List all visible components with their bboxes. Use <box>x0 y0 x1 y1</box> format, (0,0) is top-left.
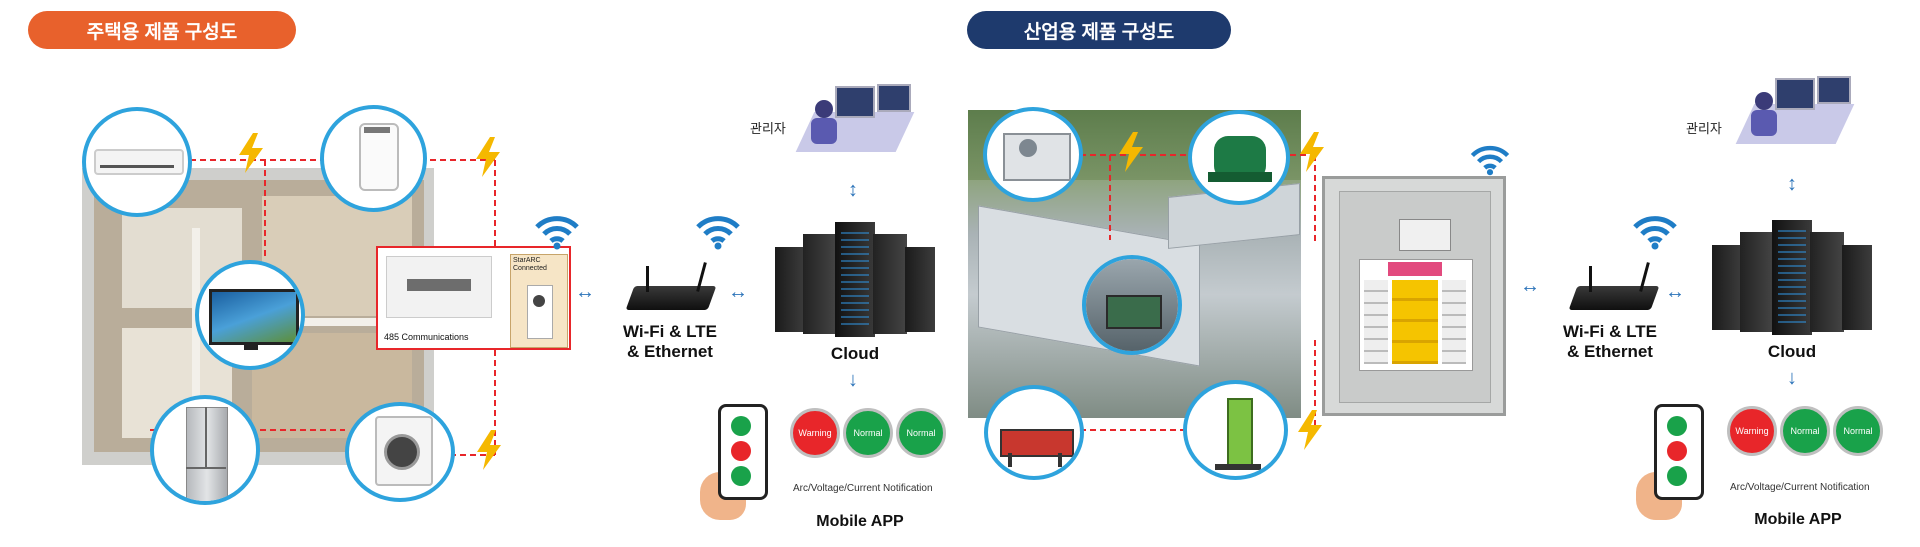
stararc-panel: StarARC Connected 485 Communications <box>376 246 571 350</box>
network-label: Wi-Fi & LTE & Ethernet <box>623 322 717 361</box>
lightning-bolt-icon <box>477 430 501 470</box>
mobile-app-label: Mobile APP <box>816 513 904 530</box>
notification-label: Arc/Voltage/Current Notification <box>1730 482 1870 493</box>
status-normal-badge: Normal <box>896 408 946 458</box>
mobile-app-label: Mobile APP <box>1754 511 1842 528</box>
phone-status-normal <box>1667 466 1687 486</box>
status-normal-badge: Normal <box>1833 406 1883 456</box>
notification-label: Arc/Voltage/Current Notification <box>793 483 933 494</box>
vertical-arrow-icon: ↕ <box>1787 173 1797 195</box>
arc-detector-module <box>1359 259 1473 371</box>
grinding-machine-circle <box>983 107 1083 202</box>
residential-title: 주택용 제품 구성도 <box>28 11 296 49</box>
lightning-bolt-icon <box>1300 132 1324 172</box>
residential-title-text: 주택용 제품 구성도 <box>86 21 238 43</box>
router-icon <box>1563 262 1663 312</box>
air-conditioner-icon <box>94 149 184 175</box>
lightning-bolt-icon <box>476 137 500 177</box>
phone-status-warning <box>1667 441 1687 461</box>
lightning-bolt-icon <box>1119 132 1143 172</box>
admin-workstation-icon <box>1735 72 1855 157</box>
admin-workstation-icon <box>795 80 915 165</box>
phone-status-normal <box>731 466 751 486</box>
lightning-bolt-icon <box>1298 410 1322 450</box>
status-normal-badge: Normal <box>1780 406 1830 456</box>
wifi-icon <box>696 216 740 250</box>
grinding-machine-icon <box>1003 133 1071 181</box>
stararc-module: StarARC Connected <box>510 254 568 348</box>
vertical-arrow-icon: ↕ <box>848 179 858 201</box>
bidirectional-arrow-icon: ↔ <box>575 281 595 303</box>
dehumidifier-icon <box>359 123 399 191</box>
wifi-icon <box>535 216 579 250</box>
pipe-threader-icon <box>1000 429 1074 457</box>
phone-with-hand-icon <box>1636 400 1711 525</box>
wifi-icon <box>1470 145 1510 176</box>
breaker-module <box>1399 219 1451 251</box>
breaker-panel-image <box>386 256 492 318</box>
drill-press-icon <box>1227 398 1253 470</box>
tv-icon <box>209 289 299 345</box>
router-icon <box>620 262 720 312</box>
cloud-label: Cloud <box>830 344 880 363</box>
factory-equipment-circle <box>1082 255 1182 355</box>
washing-machine-circle <box>345 402 455 502</box>
bidirectional-arrow-icon: ↔ <box>1665 281 1685 303</box>
phone-status-warning <box>731 441 751 461</box>
network-label: Wi-Fi & LTE & Ethernet <box>1563 322 1657 361</box>
status-warning-badge: Warning <box>790 408 840 458</box>
water-pump-circle <box>1188 110 1290 205</box>
industrial-title: 산업용 제품 구성도 <box>967 11 1231 49</box>
dehumidifier-circle <box>320 105 427 212</box>
tv-circle <box>195 260 305 370</box>
status-warning-badge: Warning <box>1727 406 1777 456</box>
admin-label: 관리자 <box>750 121 786 136</box>
wifi-icon <box>1633 216 1677 250</box>
phone-with-hand-icon <box>700 400 775 525</box>
drill-press-circle <box>1183 380 1288 480</box>
cloud-label: Cloud <box>1767 342 1817 361</box>
vertical-arrow-icon: ↓ <box>1787 367 1797 389</box>
phone-status-normal <box>731 416 751 436</box>
cloud-server-icon <box>1712 220 1872 335</box>
industrial-title-text: 산업용 제품 구성도 <box>1023 21 1175 43</box>
refrigerator-circle <box>150 395 260 505</box>
distribution-cabinet <box>1322 176 1506 416</box>
residential-wiring <box>150 159 496 456</box>
refrigerator-icon <box>186 407 228 501</box>
vertical-arrow-icon: ↓ <box>848 369 858 391</box>
cloud-server-icon <box>775 222 935 337</box>
lightning-bolt-icon <box>239 133 263 173</box>
bidirectional-arrow-icon: ↔ <box>728 281 748 303</box>
status-normal-badge: Normal <box>843 408 893 458</box>
pipe-threader-circle <box>984 385 1084 480</box>
factory-equipment-icon <box>1106 295 1162 329</box>
stararc-module-label: StarARC Connected <box>513 257 547 272</box>
admin-label: 관리자 <box>1686 121 1722 136</box>
485-communications-label: 485 Communications <box>384 332 469 342</box>
phone-status-normal <box>1667 416 1687 436</box>
air-conditioner-circle <box>82 107 192 217</box>
bidirectional-arrow-icon: ↔ <box>1520 275 1540 297</box>
